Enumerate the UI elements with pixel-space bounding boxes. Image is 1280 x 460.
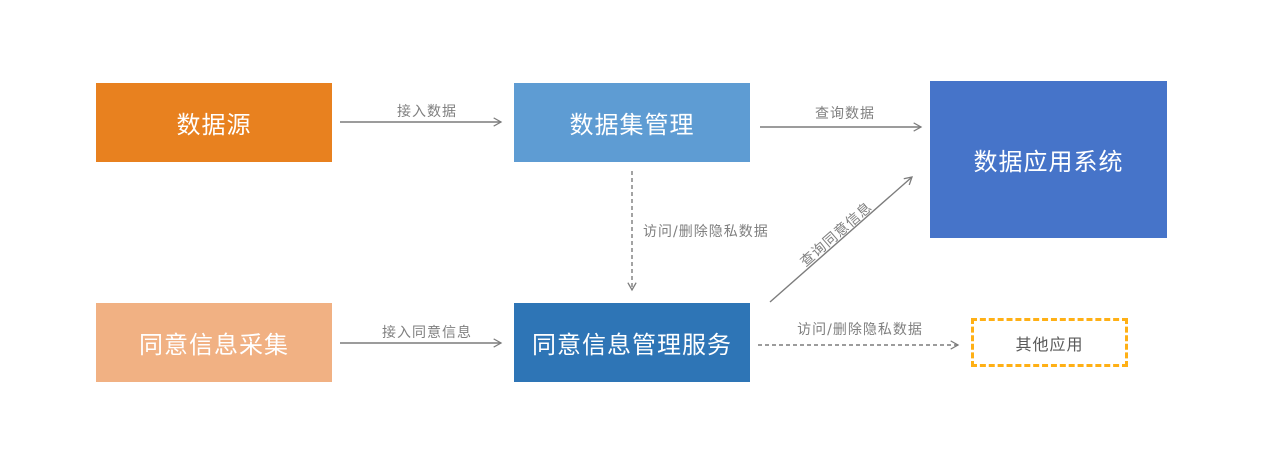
node-dataset-management: 数据集管理 [514,83,750,162]
edge-label-access-delete-private-data-bottom: 访问/删除隐私数据 [797,322,923,338]
edge-label-query-consent-info: 查询同意信息 [797,199,876,271]
node-data-source: 数据源 [96,83,332,162]
node-data-application-system: 数据应用系统 [930,81,1167,238]
edge-label-access-delete-private-data-mid: 访问/删除隐私数据 [643,224,769,240]
node-consent-management-service: 同意信息管理服务 [514,303,750,382]
node-other-applications: 其他应用 [971,318,1128,367]
edge-label-query-data: 查询数据 [815,106,875,122]
node-consent-collection: 同意信息采集 [96,303,332,382]
edge-label-access-consent-info: 接入同意信息 [382,325,472,341]
edge-label-access-data: 接入数据 [397,104,457,120]
